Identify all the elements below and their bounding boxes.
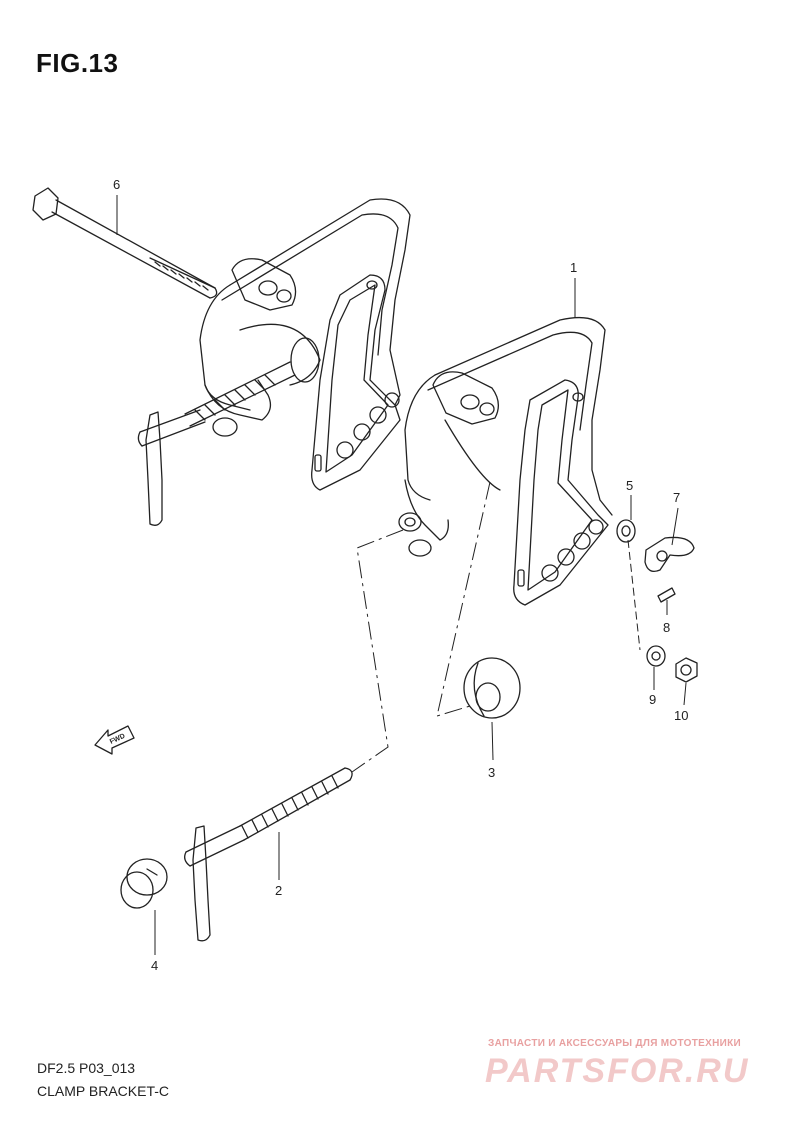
callout-3: 3 xyxy=(488,765,495,780)
callout-1: 1 xyxy=(570,260,577,275)
watermark-brand: PARTSFOR.RU xyxy=(485,1052,750,1090)
clamp-bracket-back-drawing xyxy=(199,198,411,491)
fwd-arrow-drawing xyxy=(94,725,135,755)
callout-6: 6 xyxy=(113,177,120,192)
bolt-6-drawing xyxy=(32,187,218,299)
hardware-5-10-drawing xyxy=(616,519,698,683)
clamp-screw-2-drawing xyxy=(184,767,353,942)
callout-8: 8 xyxy=(663,620,670,635)
watermark-subtitle: ЗАПЧАСТИ И АКСЕССУАРЫ ДЛЯ МОТОТЕХНИКИ xyxy=(488,1038,741,1049)
callout-5: 5 xyxy=(626,478,633,493)
callout-9: 9 xyxy=(649,692,656,707)
back-screw-handle-drawing xyxy=(137,361,296,526)
part-group-name: CLAMP BRACKET-C xyxy=(37,1083,169,1099)
callout-7: 7 xyxy=(673,490,680,505)
callout-10: 10 xyxy=(674,708,688,723)
model-code: DF2.5 P03_013 xyxy=(37,1060,136,1076)
clamp-pad-4-drawing xyxy=(120,858,168,909)
callout-2: 2 xyxy=(275,883,282,898)
callout-4: 4 xyxy=(151,958,158,973)
clamp-bracket-front-drawing xyxy=(398,316,613,606)
thrust-plate-3-drawing xyxy=(463,657,521,719)
figure-title: FIG.13 xyxy=(36,48,119,78)
